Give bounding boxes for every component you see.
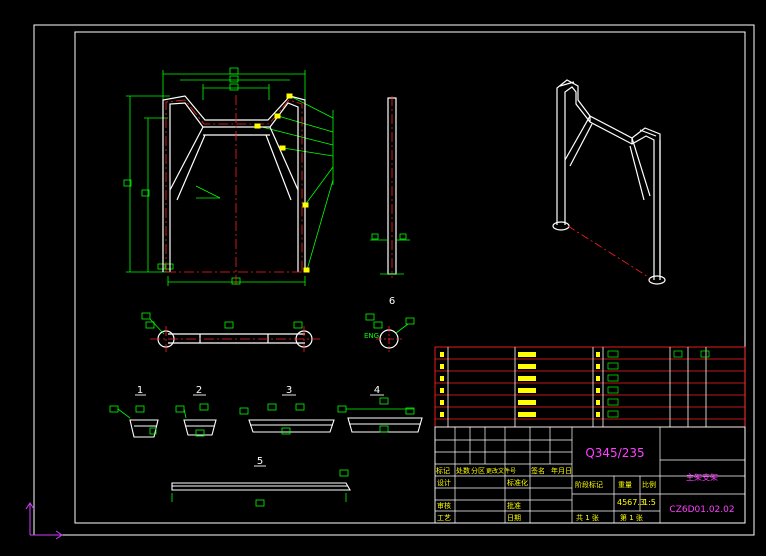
role-process: 工艺 [437, 514, 451, 522]
header-cell-3: 更改文件号 [486, 467, 516, 475]
weight-label: 重量 [618, 481, 632, 489]
top-view [141, 312, 320, 352]
stage-label: 阶段标记 [575, 480, 603, 489]
role-review: 审核 [437, 501, 451, 510]
inner-border [74, 31, 746, 524]
role-design: 设计 [437, 478, 451, 487]
parts-list-table [434, 346, 746, 428]
section-label-2: 2 [196, 385, 202, 396]
role-standard: 标准化 [507, 478, 528, 487]
scale-value: 1:5 [643, 498, 656, 507]
isometric-view [552, 79, 666, 285]
side-view-eng-label: ENG [364, 332, 379, 340]
section-label-3: 3 [286, 385, 292, 396]
role-date-1: 日期 [507, 514, 521, 522]
drawing-number: CZ6D01.02.02 [669, 505, 734, 515]
ucs-axis-icon [25, 502, 63, 540]
section-label-4: 4 [374, 385, 380, 396]
header-cell-0: 标记 [436, 466, 450, 475]
title-block: 标记 处数 分区 更改文件号 签名 年月日 设计 审核 工艺 标准化 批准 日期… [434, 426, 746, 524]
weight-value: 4567.3 [617, 498, 645, 507]
sheet-total: 共 1 张 [576, 513, 599, 522]
scale-label: 比例 [642, 480, 656, 489]
material-value: Q345/235 [585, 446, 644, 460]
side-view: 6 [370, 96, 410, 307]
part-name: 主架支架 [686, 472, 718, 482]
section-6-detail: ENG [364, 313, 415, 352]
outer-border [33, 24, 755, 536]
sections-1-4: 1 2 3 4 5 [109, 385, 423, 467]
section-5-bar [171, 469, 351, 507]
isometric-centerline [567, 225, 651, 279]
front-view [123, 67, 334, 286]
role-approve: 批准 [507, 501, 521, 510]
sheet-number: 第 1 张 [620, 513, 643, 522]
section-label-5: 5 [257, 456, 263, 467]
header-cell-4: 签名 [531, 466, 545, 475]
section-label-1: 1 [137, 385, 143, 396]
header-cell-2: 分区 [471, 466, 485, 475]
header-cell-1: 处数 [456, 466, 470, 475]
header-cell-5: 年月日 [551, 466, 572, 475]
section-label-6: 6 [389, 296, 395, 307]
